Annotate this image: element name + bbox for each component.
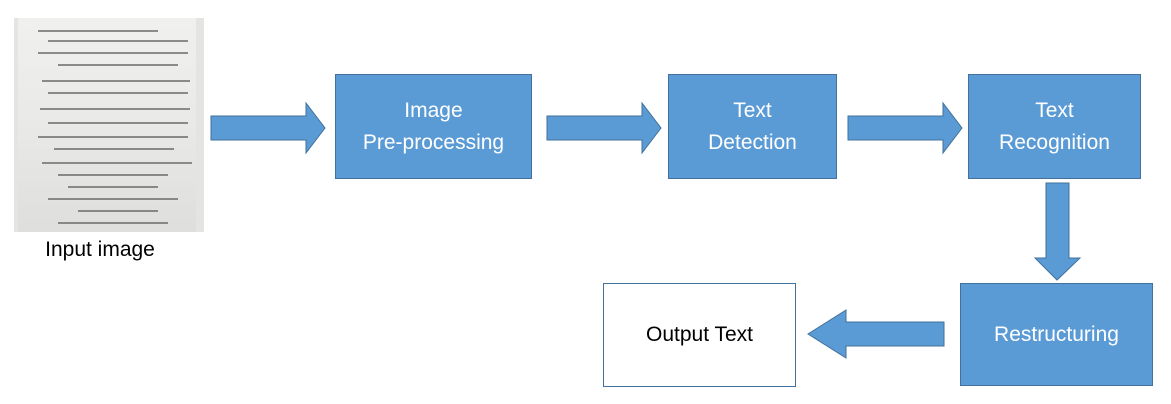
- input-image-caption: Input image: [45, 238, 155, 261]
- input-image: [14, 18, 204, 232]
- step-preprocessing: Image Pre-processing: [335, 74, 532, 179]
- step-restructuring: Restructuring: [960, 283, 1153, 386]
- step-recognition: Text Recognition: [968, 74, 1141, 179]
- step-detection-label: Text Detection: [708, 98, 797, 154]
- arrow-recognition-to-restructuring: [1033, 182, 1082, 281]
- step-restructuring-label: Restructuring: [994, 322, 1119, 346]
- arrow-detection-to-recognition: [847, 101, 963, 155]
- output-text-label: Output Text: [645, 323, 753, 346]
- output-text-box: Output Text: [603, 283, 796, 387]
- step-preprocessing-label: Image Pre-processing: [362, 98, 505, 154]
- arrow-restructuring-to-output: [807, 309, 945, 359]
- step-detection: Text Detection: [668, 74, 837, 179]
- receipt-paper: [18, 18, 196, 232]
- arrow-input-to-preprocessing: [210, 101, 326, 155]
- arrow-preprocessing-to-detection: [546, 101, 662, 155]
- step-recognition-label: Text Recognition: [999, 98, 1110, 154]
